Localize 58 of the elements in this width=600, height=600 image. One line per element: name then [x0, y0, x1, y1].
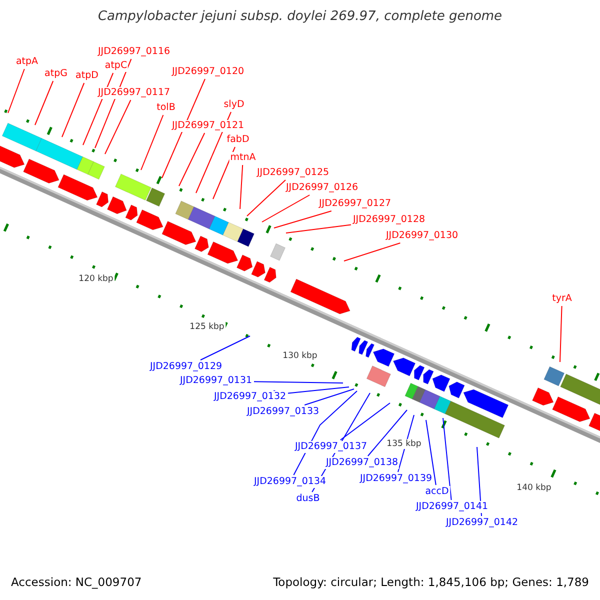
leader-line — [262, 194, 310, 222]
scale-label: 125 kbp — [188, 322, 226, 332]
gene-label: JJD26997_0139 — [358, 473, 434, 485]
gene-label: atpA — [14, 56, 40, 68]
genome-summary-text: Topology: circular; Length: 1,845,106 bp; Genes: 1,789 — [272, 575, 590, 589]
gene-label: JJD26997_0127 — [318, 198, 392, 210]
leader-line — [426, 420, 436, 486]
leader-line — [240, 164, 244, 210]
gene-label: JJD26997_0138 — [324, 457, 400, 469]
leader-line — [367, 410, 408, 456]
leader-line — [200, 336, 250, 360]
accession-text: Accession: NC_009707 — [10, 575, 143, 589]
leader-line — [62, 82, 85, 138]
gene-label: JJD26997_0142 — [444, 517, 520, 529]
leader-line — [560, 306, 562, 362]
gene-label: slyD — [222, 99, 246, 111]
scale-label: 140 kbp — [516, 483, 552, 493]
gene-label: JJD26997_0141 — [414, 501, 490, 513]
leader-line — [8, 68, 25, 114]
scale-label: 120 kbp — [78, 274, 114, 284]
leader-line — [140, 114, 164, 170]
gene-label: atpD — [74, 70, 100, 82]
gene-label: JJD26997_0130 — [384, 230, 460, 242]
leader-line — [442, 418, 452, 500]
gene-label: mtnA — [229, 152, 257, 164]
gene-label: atpG — [44, 68, 68, 80]
leader-line — [286, 224, 352, 234]
leader-line — [104, 100, 132, 154]
scale-label: 130 kbp — [282, 351, 318, 361]
gene-label: JJD26997_0117 — [96, 87, 172, 99]
gene-label: JJD26997_0131 — [178, 375, 254, 387]
gene-label: JJD26997_0116 — [96, 46, 172, 58]
scale-label: 135 kbp — [386, 439, 422, 449]
leader-line — [288, 386, 350, 394]
leader-line — [246, 180, 286, 216]
leader-line — [304, 388, 354, 406]
leader-line — [34, 80, 54, 126]
gene-label: JJD26997_0125 — [256, 167, 330, 179]
gene-label: JJD26997_0133 — [246, 406, 320, 418]
leader-line — [340, 402, 390, 440]
gene-label: atpC — [104, 60, 128, 72]
leader-line — [212, 146, 236, 200]
gene-label: JJD26997_0137 — [294, 441, 368, 453]
gene-label: JJD26997_0134 — [252, 476, 328, 488]
gene-label: tyrA — [551, 293, 573, 305]
leader-line — [293, 390, 358, 476]
leader-line — [274, 210, 332, 228]
chart-title: Campylobacter jejuni subsp. doylei 269.97, complete genome — [96, 9, 504, 24]
gene-label: JJD26997_0129 — [148, 361, 224, 373]
gene-label: JJD26997_0128 — [352, 214, 426, 226]
leader-line — [254, 381, 344, 384]
leader-line — [178, 132, 206, 186]
gene-label: JJD26997_0126 — [284, 182, 360, 194]
gene-label: JJD26997_0121 — [170, 120, 246, 132]
gene-label: JJD26997_0120 — [170, 66, 246, 78]
leader-line — [344, 242, 401, 262]
gene-label: JJD26997_0132 — [212, 391, 288, 403]
leader-line — [162, 78, 206, 178]
